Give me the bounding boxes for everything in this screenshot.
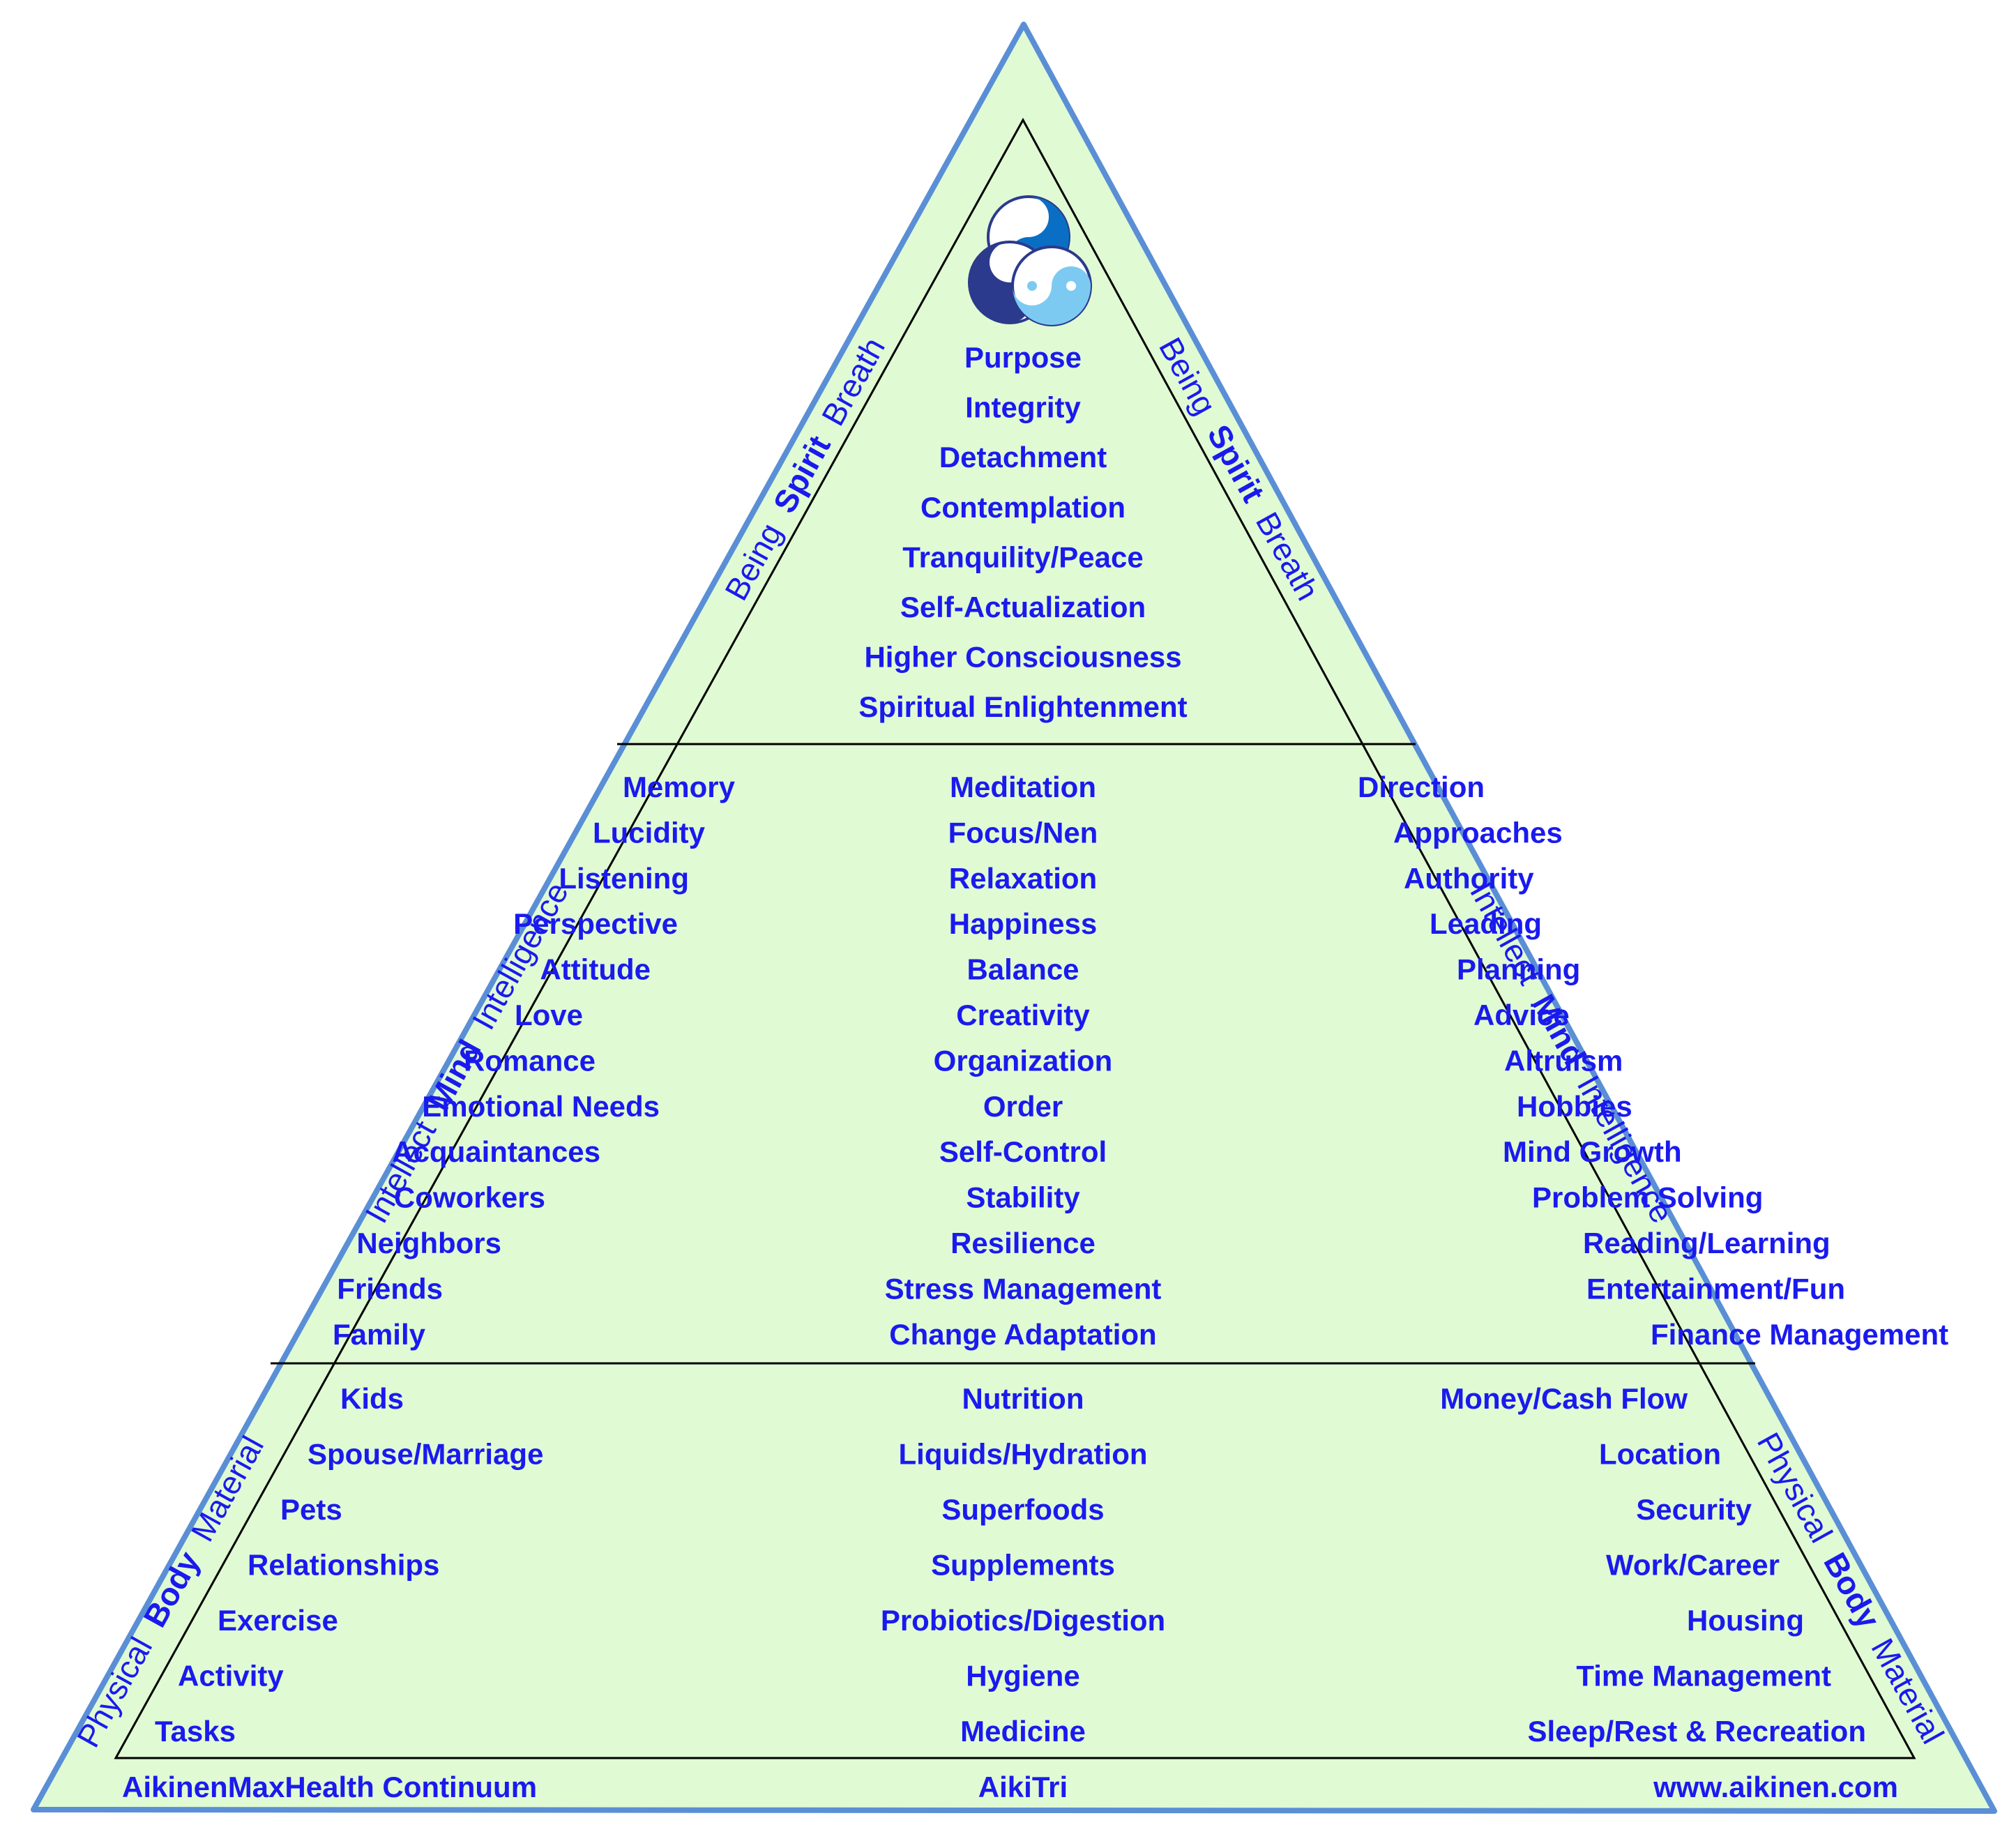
spirit-item-contemplation: Contemplation <box>920 491 1126 524</box>
triple-yin-yang-icon <box>968 195 1092 326</box>
body-right-item-time-management: Time Management <box>1576 1660 1831 1692</box>
mind-left-item-emotional-needs: Emotional Needs <box>422 1090 660 1123</box>
item-labels: PurposeIntegrityDetachmentContemplationT… <box>122 341 1948 1803</box>
footer-right-url: www.aikinen.com <box>1653 1771 1898 1803</box>
mind-center-item-meditation: Meditation <box>950 771 1096 803</box>
mind-left-item-coworkers: Coworkers <box>394 1181 545 1214</box>
mind-center-item-stress-management: Stress Management <box>885 1272 1162 1305</box>
footer-center-title: AikiTri <box>978 1771 1068 1803</box>
mind-right-item-problem-solving: Problem Solving <box>1532 1181 1763 1214</box>
mind-right-item-reading-learning: Reading/Learning <box>1583 1227 1831 1259</box>
mind-center-item-focus-nen: Focus/Nen <box>948 816 1098 849</box>
spirit-item-higher-consciousness: Higher Consciousness <box>864 641 1181 674</box>
mind-center-item-self-control: Self-Control <box>939 1135 1107 1168</box>
spirit-item-detachment: Detachment <box>939 441 1107 474</box>
mind-right-item-approaches: Approaches <box>1393 816 1563 849</box>
mind-center-item-balance: Balance <box>967 953 1079 986</box>
body-center-item-probiotics-digestion: Probiotics/Digestion <box>881 1604 1165 1637</box>
mind-left-item-family: Family <box>333 1318 426 1351</box>
mind-center-item-happiness: Happiness <box>949 907 1097 940</box>
body-left-item-pets: Pets <box>280 1493 342 1526</box>
mind-left-item-neighbors: Neighbors <box>356 1227 501 1259</box>
mind-left-item-friends: Friends <box>337 1272 443 1305</box>
spirit-item-purpose: Purpose <box>964 341 1082 374</box>
inner-triangle <box>114 117 1916 1759</box>
mind-right-item-entertainment-fun: Entertainment/Fun <box>1586 1272 1845 1305</box>
mind-left-item-love: Love <box>515 999 583 1031</box>
mind-right-item-direction: Direction <box>1358 771 1485 803</box>
mind-left-item-listening: Listening <box>559 862 689 895</box>
body-left-item-kids: Kids <box>340 1382 404 1415</box>
mind-right-item-mind-growth: Mind Growth <box>1503 1135 1682 1168</box>
mind-left-item-memory: Memory <box>623 771 736 803</box>
spirit-item-tranquility-peace: Tranquility/Peace <box>902 540 1143 573</box>
body-left-item-tasks: Tasks <box>155 1715 236 1748</box>
body-center-item-nutrition: Nutrition <box>962 1382 1084 1415</box>
body-left-item-spouse-marriage: Spouse/Marriage <box>308 1438 543 1471</box>
footer-left-title: AikinenMaxHealth Continuum <box>122 1771 537 1803</box>
body-right-item-location: Location <box>1599 1438 1721 1471</box>
mind-center-item-organization: Organization <box>934 1044 1113 1077</box>
body-center-item-superfoods: Superfoods <box>941 1493 1104 1526</box>
mind-center-item-resilience: Resilience <box>950 1227 1096 1259</box>
mind-right-item-planning: Planning <box>1457 953 1580 986</box>
body-center-item-liquids-hydration: Liquids/Hydration <box>899 1438 1148 1471</box>
body-center-item-medicine: Medicine <box>960 1715 1086 1748</box>
mind-right-item-authority: Authority <box>1404 862 1534 895</box>
body-center-item-supplements: Supplements <box>931 1549 1115 1582</box>
mind-center-item-change-adaptation: Change Adaptation <box>889 1318 1156 1351</box>
body-left-item-relationships: Relationships <box>248 1549 439 1582</box>
mind-right-item-leading: Leading <box>1430 907 1542 940</box>
mind-left-item-attitude: Attitude <box>540 953 651 986</box>
mind-left-item-romance: Romance <box>464 1044 596 1077</box>
mind-right-item-finance-management: Finance Management <box>1651 1318 1948 1351</box>
mind-right-item-altruism: Altruism <box>1504 1044 1623 1077</box>
mind-left-item-perspective: Perspective <box>513 907 678 940</box>
spirit-item-integrity: Integrity <box>965 391 1081 424</box>
body-right-item-money-cash-flow: Money/Cash Flow <box>1440 1382 1688 1415</box>
mind-center-item-order: Order <box>983 1090 1063 1123</box>
mind-center-item-creativity: Creativity <box>956 999 1090 1031</box>
mind-center-item-stability: Stability <box>966 1181 1080 1214</box>
body-left-item-activity: Activity <box>178 1660 284 1692</box>
body-right-item-housing: Housing <box>1687 1604 1804 1637</box>
body-right-item-security: Security <box>1636 1493 1752 1526</box>
mind-left-item-lucidity: Lucidity <box>593 816 706 849</box>
mind-right-item-advice: Advice <box>1473 999 1570 1031</box>
mind-center-item-relaxation: Relaxation <box>949 862 1097 895</box>
spirit-item-spiritual-enlightenment: Spiritual Enlightenment <box>858 690 1187 723</box>
body-right-item-sleep-rest-recreation: Sleep/Rest & Recreation <box>1527 1715 1866 1748</box>
mind-left-item-acquaintances: Acquaintances <box>392 1135 600 1168</box>
body-right-item-work-career: Work/Career <box>1606 1549 1780 1582</box>
body-center-item-hygiene: Hygiene <box>966 1660 1079 1692</box>
spirit-item-self-actualization: Self-Actualization <box>900 591 1146 623</box>
body-left-item-exercise: Exercise <box>218 1604 338 1637</box>
mind-right-item-hobbies: Hobbies <box>1517 1090 1632 1123</box>
